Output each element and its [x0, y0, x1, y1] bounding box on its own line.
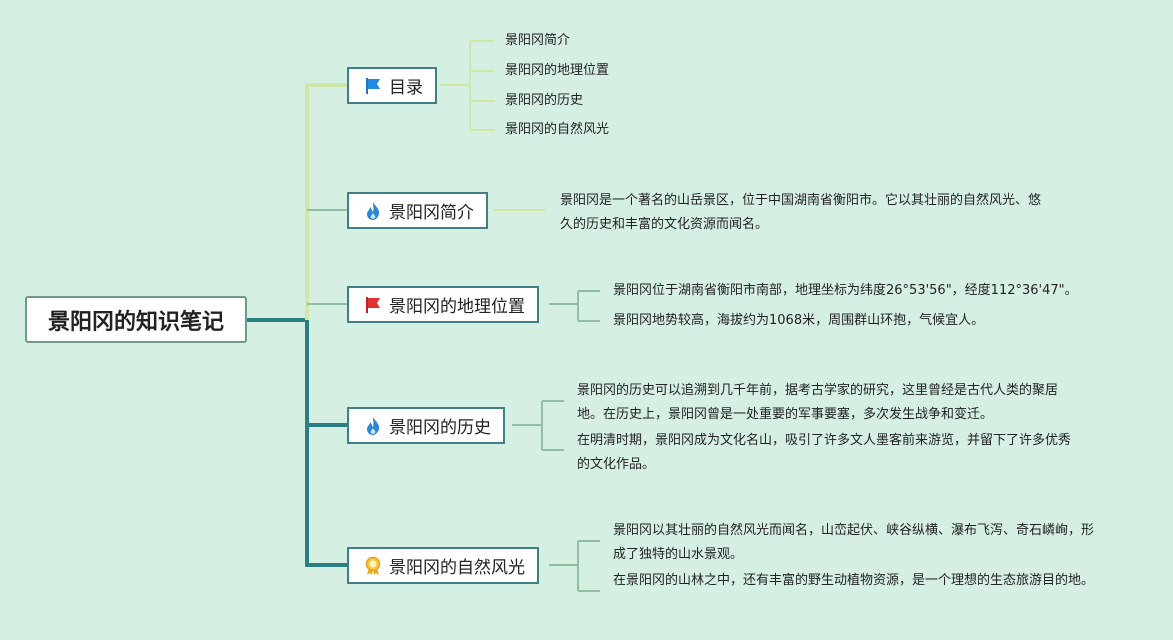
blue-flag-icon	[363, 76, 383, 96]
history-text: 在明清时期，景阳冈成为文化名山，吸引了许多文人墨客前来游览，并留下了许多优秀的文…	[577, 433, 1072, 472]
award-medal-icon	[363, 556, 383, 576]
branch-label: 景阳冈的地理位置	[389, 297, 525, 317]
branch-label: 景阳冈简介	[389, 203, 474, 223]
branch-intro[interactable]: 景阳冈简介	[347, 192, 488, 229]
toc-item[interactable]: 景阳冈简介	[505, 33, 571, 48]
red-flag-icon	[363, 295, 383, 315]
branch-geo[interactable]: 景阳冈的地理位置	[347, 286, 539, 323]
history-text: 景阳冈的历史可以追溯到几千年前，据考古学家的研究，这里曾经是古代人类的聚居地。在…	[577, 383, 1059, 422]
geo-text: 景阳冈地势较高，海拔约为1068米，周围群山环抱，气候宜人。	[613, 313, 985, 328]
branch-history[interactable]: 景阳冈的历史	[347, 407, 505, 444]
toc-item[interactable]: 景阳冈的自然风光	[505, 122, 610, 137]
root-label: 景阳冈的知识笔记	[47, 309, 224, 335]
branch-toc[interactable]: 目录	[347, 67, 437, 104]
blue-flame-icon	[363, 416, 383, 436]
toc-item[interactable]: 景阳冈的历史	[505, 93, 584, 108]
branch-label: 景阳冈的历史	[389, 418, 491, 438]
nature-text: 景阳冈以其壮丽的自然风光而闻名，山峦起伏、峡谷纵横、瀑布飞泻、奇石嶙峋，形成了独…	[613, 523, 1095, 562]
branch-nature[interactable]: 景阳冈的自然风光	[347, 547, 539, 584]
root-node[interactable]: 景阳冈的知识笔记	[25, 296, 247, 343]
nature-text: 在景阳冈的山林之中，还有丰富的野生动植物资源，是一个理想的生态旅游目的地。	[613, 573, 1095, 588]
blue-flame-icon	[363, 201, 383, 221]
intro-text: 景阳冈是一个著名的山岳景区，位于中国湖南省衡阳市。它以其壮丽的自然风光、悠久的历…	[560, 193, 1042, 232]
branch-label: 目录	[389, 78, 423, 98]
geo-text: 景阳冈位于湖南省衡阳市南部，地理坐标为纬度26°53'56"，经度112°36'…	[613, 283, 1078, 298]
toc-item[interactable]: 景阳冈的地理位置	[505, 63, 610, 78]
branch-label: 景阳冈的自然风光	[389, 558, 525, 578]
